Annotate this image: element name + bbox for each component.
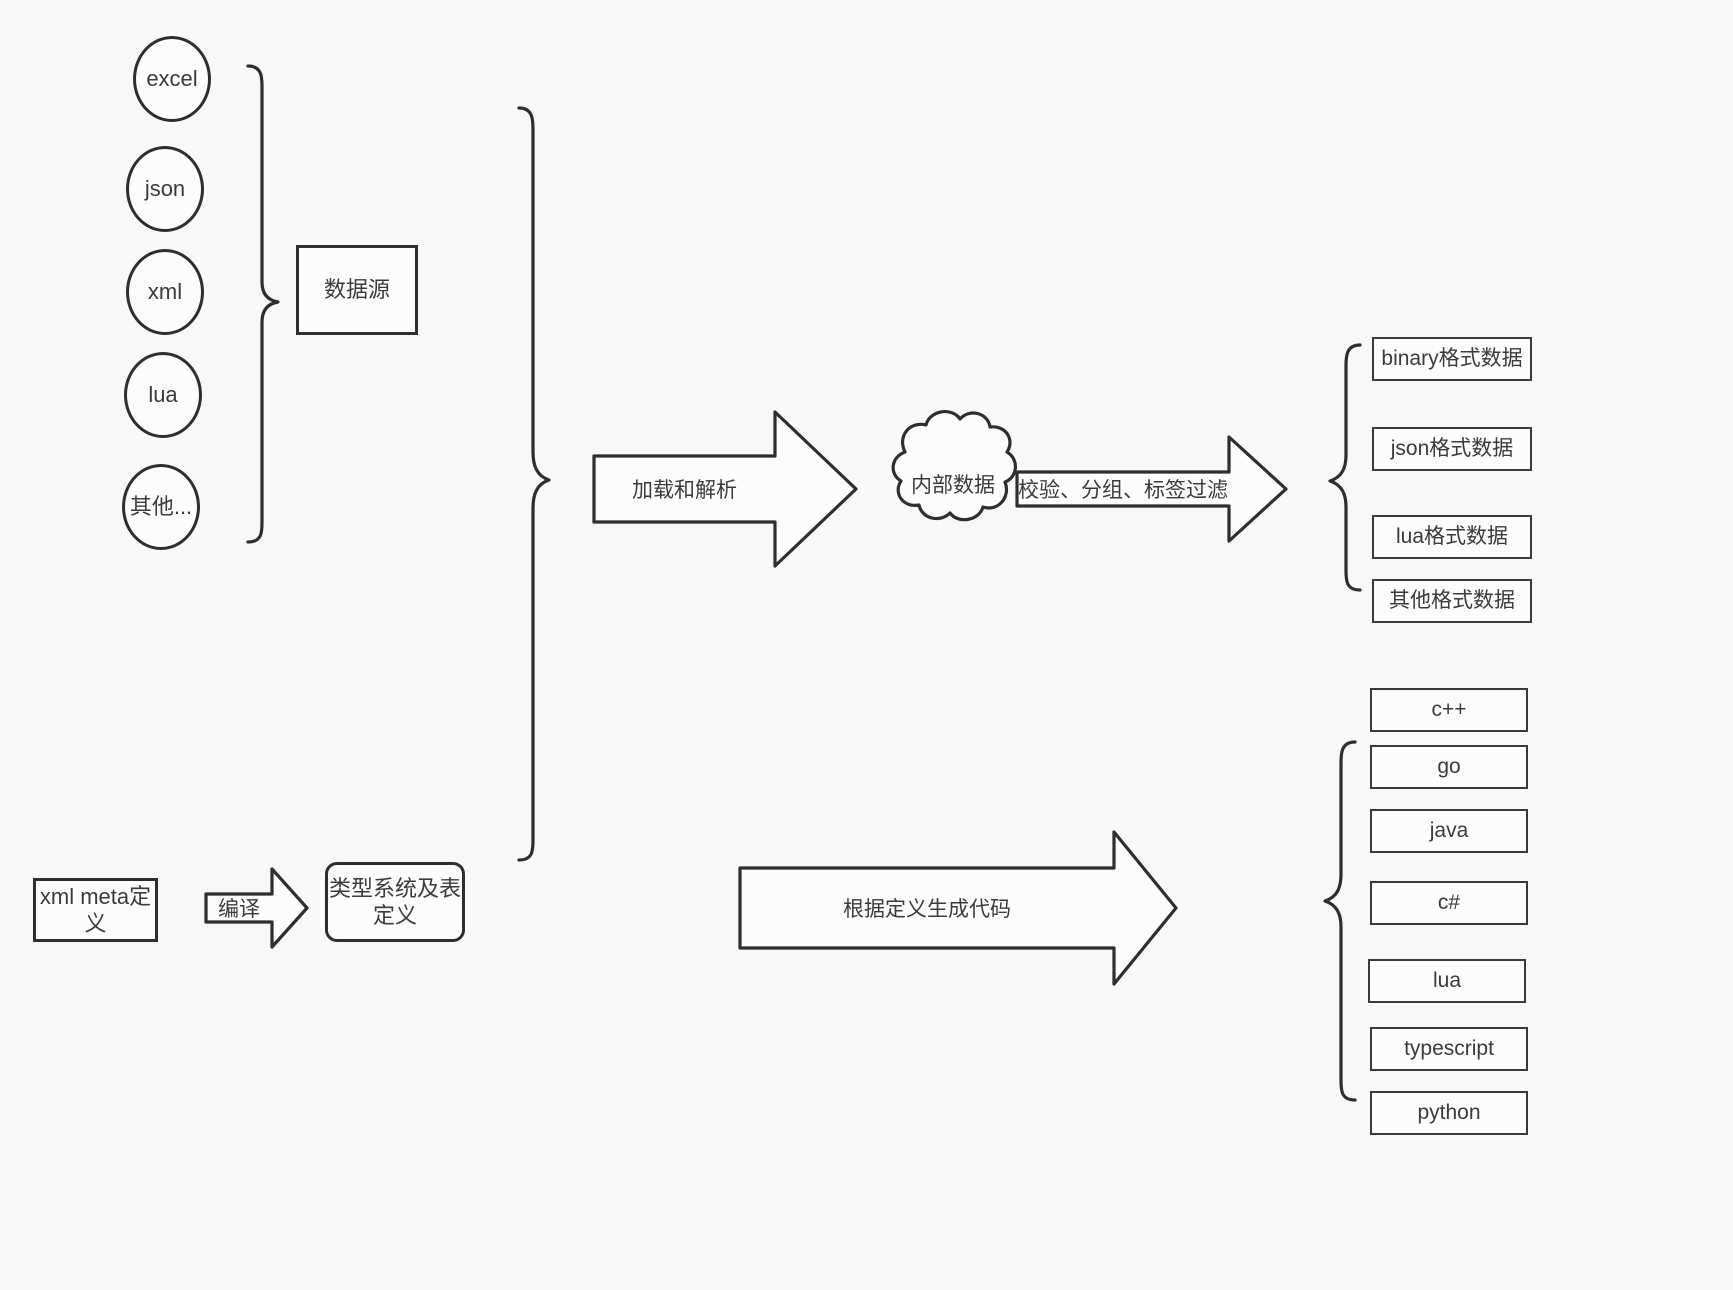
validate-filter-arrow-icon: [1015, 435, 1288, 543]
source-node-xml[interactable]: xml: [126, 249, 204, 335]
source-label: xml: [147, 279, 183, 305]
xml-meta-definition-label: xml meta定义: [39, 883, 152, 937]
type-system-label: 类型系统及表定义: [328, 875, 461, 929]
output-label: binary格式数据: [1381, 346, 1523, 370]
output-label: lua格式数据: [1395, 524, 1509, 548]
pipeline-brace-icon: [517, 106, 551, 862]
language-box-typescript[interactable]: typescript: [1370, 1027, 1528, 1071]
output-box-binary[interactable]: binary格式数据: [1372, 337, 1532, 381]
output-box-other[interactable]: 其他格式数据: [1372, 579, 1532, 623]
source-node-json[interactable]: json: [126, 146, 204, 232]
internal-data-cloud-label: 内部数据: [911, 474, 995, 497]
languages-brace-icon: [1323, 740, 1357, 1102]
load-parse-arrow-label: 加载和解析: [632, 479, 737, 502]
output-label: 其他格式数据: [1389, 588, 1515, 612]
language-box-cpp[interactable]: c++: [1370, 688, 1528, 732]
language-box-java[interactable]: java: [1370, 809, 1528, 853]
output-formats-brace-icon: [1328, 343, 1362, 592]
language-box-lua[interactable]: lua: [1368, 959, 1526, 1003]
codegen-arrow-icon: [738, 830, 1178, 986]
source-label: json: [144, 176, 186, 202]
source-node-lua[interactable]: lua: [124, 352, 202, 438]
language-label: c++: [1431, 697, 1467, 721]
data-source-group-box[interactable]: 数据源: [296, 245, 418, 335]
validate-filter-arrow-label: 校验、分组、标签过滤: [1018, 479, 1228, 502]
source-label: lua: [148, 382, 178, 408]
source-label: excel: [146, 66, 198, 92]
language-box-go[interactable]: go: [1370, 745, 1528, 789]
language-label: lua: [1432, 968, 1462, 992]
codegen-arrow-label: 根据定义生成代码: [843, 898, 1011, 921]
source-label: 其他...: [129, 494, 193, 520]
output-box-lua[interactable]: lua格式数据: [1372, 515, 1532, 559]
type-system-box[interactable]: 类型系统及表定义: [325, 862, 465, 942]
source-node-other[interactable]: 其他...: [122, 464, 200, 550]
language-label: typescript: [1404, 1036, 1494, 1060]
language-label: python: [1417, 1100, 1481, 1124]
language-label: go: [1437, 754, 1461, 778]
xml-meta-definition-box[interactable]: xml meta定义: [33, 878, 158, 942]
compile-arrow-icon: [204, 867, 309, 949]
language-box-csharp[interactable]: c#: [1370, 881, 1528, 925]
output-label: json格式数据: [1390, 436, 1514, 460]
sources-brace-icon: [246, 64, 280, 544]
compile-arrow-label: 编译: [218, 898, 260, 921]
data-source-group-label: 数据源: [323, 277, 390, 303]
load-parse-arrow-icon: [592, 410, 858, 568]
language-box-python[interactable]: python: [1370, 1091, 1528, 1135]
language-label: java: [1429, 818, 1469, 842]
source-node-excel[interactable]: excel: [133, 36, 211, 122]
language-label: c#: [1437, 890, 1461, 914]
output-box-json[interactable]: json格式数据: [1372, 427, 1532, 471]
